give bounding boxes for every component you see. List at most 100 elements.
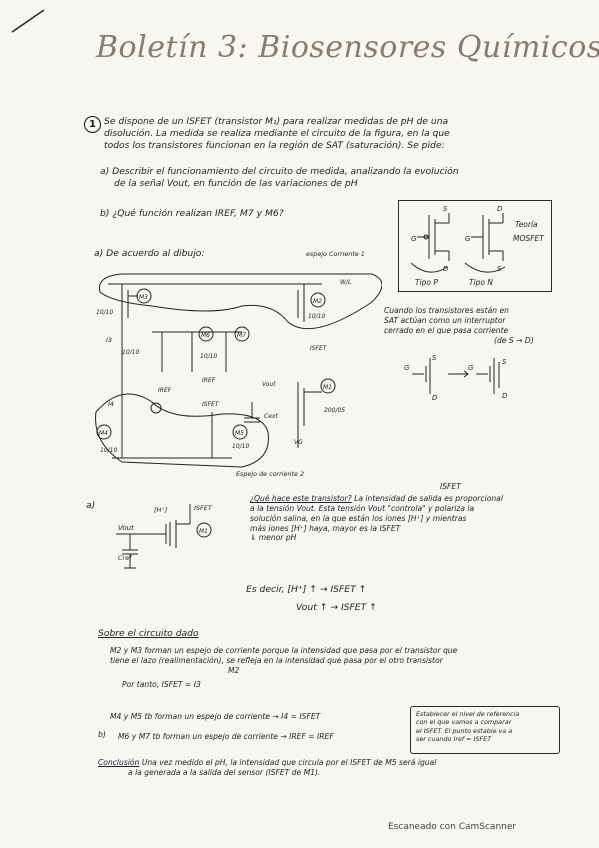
tipo-p-label: Tipo P: [415, 278, 438, 287]
reference-note-line-1: Establecer el nivel de referencia: [416, 710, 520, 718]
section-a-label: a): [86, 500, 96, 511]
isfet-line-2: a la tensión Vout. Esta tensión Vout "co…: [250, 503, 475, 513]
reference-note-line-3: el ISFET. El punto estable va a: [416, 726, 513, 735]
m4-ratio: 10/10: [100, 447, 117, 454]
saturation-note-line-3: cerrado en el que pasa corriente: [384, 325, 509, 335]
isfet-line-3: solución salina, en la que están los ion…: [250, 513, 467, 523]
svg-text:S: S: [497, 265, 502, 273]
question-a: a) Describir el funcionamiento del circu…: [100, 166, 570, 190]
svg-text:S: S: [432, 354, 437, 362]
part-b-label: b): [98, 730, 106, 739]
m2-ratio: 10/10: [308, 313, 325, 320]
svg-text:G: G: [404, 364, 410, 372]
svg-text:S: S: [502, 358, 507, 366]
vout-schematic-label: Vout: [118, 524, 134, 532]
measurement-circuit: M3 M2 M6 M7 M1 M4 M5 10/10 10/10 10/10 1…: [95, 273, 382, 468]
saturation-note: Cuando los transistores están en SAT act…: [384, 306, 584, 345]
mirror-explanation-1: M2 y M3 forman un espejo de corriente po…: [110, 646, 560, 689]
m6-label: M6: [201, 332, 210, 339]
saturation-note-line-4: (de S → D): [494, 335, 534, 345]
m2-label: M2: [313, 298, 322, 305]
mosfet-label: MOSFET: [513, 234, 545, 243]
reference-note: Establecer el nivel de referencia con el…: [411, 707, 559, 746]
svg-text:S: S: [443, 205, 448, 213]
m1-schematic-label: M1: [199, 528, 208, 535]
problem-number: 1: [84, 116, 101, 133]
svg-text:G: G: [411, 235, 417, 243]
mirror-line-3: M2: [228, 665, 240, 675]
saturation-note-line-2: SAT actúan como un interruptor: [384, 315, 506, 325]
svg-text:D: D: [443, 265, 449, 273]
mirror-label-2: Espejo de corriente 2: [236, 470, 305, 478]
iref-label: IREF: [158, 387, 172, 394]
conclusion-line-1: Una vez medido el pH, la intensidad que …: [141, 758, 437, 767]
svg-text:D: D: [497, 205, 503, 213]
mirror-line-1: M2 y M3 forman un espejo de corriente po…: [110, 646, 458, 655]
corner-pen-stroke: [11, 9, 45, 33]
m3-ratio: 10/10: [96, 309, 113, 316]
m7-ratio: 10/10: [200, 353, 217, 360]
theory-label: Teoría: [515, 220, 538, 229]
mirror-line-2: tiene el lazo (realimentación), se refle…: [110, 655, 443, 665]
m1-label: M1: [323, 384, 332, 391]
vg-label: VG: [294, 439, 303, 446]
isfet-top-label: ISFET: [440, 482, 461, 491]
problem-statement: Se dispone de un ISFET (transistor M₁) p…: [104, 116, 574, 152]
isfet-label-left: ISFET: [202, 401, 220, 408]
isfet-schematic-label: ISFET: [194, 504, 213, 512]
m5-label: M5: [235, 430, 244, 437]
intro-line-3: todos los transistores funcionan en la r…: [104, 139, 445, 151]
m3-label: M3: [139, 294, 148, 301]
circuit-heading: a) De acuerdo al dibujo:: [94, 248, 205, 259]
circuit-notes-heading: Sobre el circuito dado: [98, 628, 199, 639]
reference-note-line-4: ser cuando Iref = ISFET: [416, 734, 492, 743]
mosfet-theory-box: G S D G D S Tipo P Tipo N Teoría MOSFET: [398, 200, 552, 292]
isfet-line-5: ⇓ menor pH: [250, 533, 297, 543]
m5-ratio: 10/10: [232, 443, 249, 450]
svg-text:D: D: [432, 394, 438, 402]
saturation-note-line-1: Cuando los transistores están en: [384, 306, 509, 315]
question-a-line-2: de la señal Vout, en función de las vari…: [114, 177, 358, 189]
equation-1: Es decir, [H⁺] ↑ → ISFET ↑: [246, 584, 367, 595]
m3-marker: [136, 288, 152, 304]
isfet-line-4: más iones [H⁺] haya, mayor es la ISFET: [250, 523, 401, 533]
svg-text:G: G: [468, 364, 474, 372]
tipo-n-label: Tipo N: [469, 278, 493, 287]
conclusion-line-2: a la generada a la salida del sensor (IS…: [128, 767, 321, 777]
vout-label: Vout: [262, 381, 276, 388]
h-ion-label: [H⁺]: [154, 506, 168, 514]
conclusion-block: Conclusión Una vez medido el pH, la inte…: [98, 758, 568, 778]
svg-text:G: G: [465, 235, 471, 243]
m1-ratio: 200/05: [324, 407, 345, 414]
m4-label: M4: [99, 430, 108, 437]
mirror-label-1: espejo Corriente 1: [306, 250, 365, 258]
question-b: b) ¿Qué función realizan IREF, M7 y M6?: [100, 208, 284, 219]
isfet-line-1: La intensidad de salida es proporcional: [354, 494, 503, 503]
mosfet-symbols-diagram: G S D G D S Tipo P Tipo N Teoría MOSFET: [410, 205, 545, 287]
page-title: Boletín 3: Biosensores Químicos: [96, 30, 599, 65]
reference-note-line-2: con el que vamos a comparar: [416, 718, 512, 727]
equation-2: Vout ↑ → ISFET ↑: [296, 602, 377, 613]
isfet-label-right: ISFET: [310, 345, 328, 352]
isfet-explanation: ¿Qué hace este transistor? La intensidad…: [250, 494, 580, 543]
i3-label: I3: [106, 336, 112, 344]
isfet-question: ¿Qué hace este transistor?: [250, 494, 352, 503]
isfet-schematic: Vout Cref [H⁺] ISFET M1: [116, 504, 213, 569]
intro-line-2: disolución. La medida se realiza mediant…: [104, 127, 450, 139]
mirror-explanation-3: M6 y M7 tb forman un espejo de corriente…: [118, 732, 334, 741]
m7-label: M7: [237, 332, 246, 339]
m6-ratio: 10/10: [122, 349, 139, 356]
svg-text:D: D: [502, 392, 508, 400]
width-length-label: W/L: [340, 279, 351, 286]
cref-label: Cref: [118, 554, 133, 562]
cext-label: Cext: [264, 413, 278, 420]
reference-note-box: Establecer el nivel de referencia con el…: [410, 706, 560, 754]
i4-label: I4: [108, 400, 114, 408]
switch-equivalent-diagram: G S D G S D: [404, 354, 508, 402]
conclusion-label: Conclusión: [98, 758, 140, 767]
mirror-line-4: Por tanto, ISFET = I3: [122, 679, 201, 689]
iref-label-2: IREF: [202, 377, 216, 384]
intro-line-1: Se dispone de un ISFET (transistor M₁) p…: [104, 116, 449, 127]
question-a-line-1: a) Describir el funcionamiento del circu…: [100, 166, 459, 177]
